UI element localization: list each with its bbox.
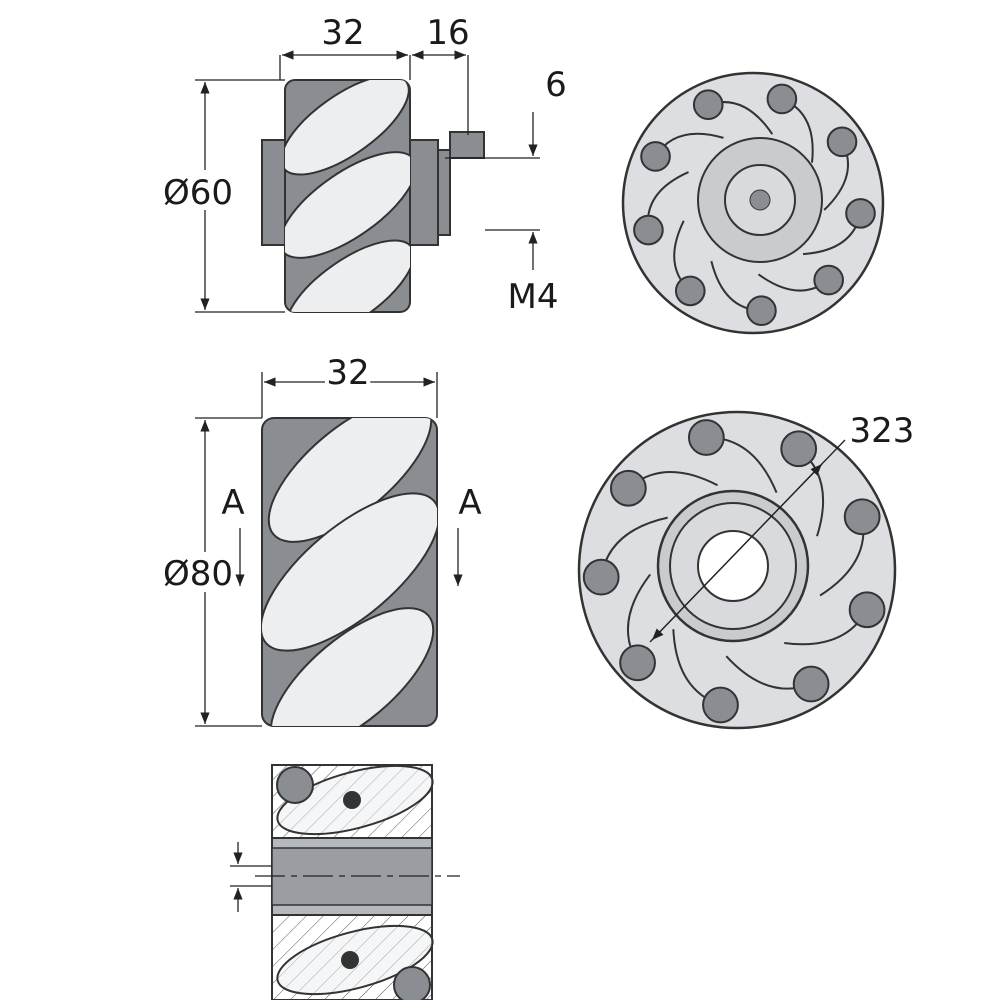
roller-axle-mount: [845, 198, 876, 229]
large-wheel-side-view: 32 Ø80 A A: [155, 349, 482, 727]
roller-axle-mount: [848, 591, 886, 629]
roller-axle-mount: [826, 126, 858, 158]
thread-label: M4: [508, 277, 559, 317]
face-dimension-label: 323: [850, 411, 915, 451]
roller-axle-mount: [582, 558, 620, 596]
roller-axle-mount: [792, 665, 830, 703]
roller-axle-mount: [813, 264, 844, 296]
roller-axle-mount: [674, 275, 706, 307]
section-mark-right: A: [458, 483, 481, 523]
large-wheel-face-view: [577, 410, 897, 730]
thread-offset-label: 6: [545, 65, 567, 105]
small-width-label: 32: [321, 13, 364, 53]
small-diameter-label: Ø60: [163, 173, 233, 213]
roller-axle-mount: [619, 644, 656, 682]
roller-axle-mount: [633, 214, 664, 246]
roller-axle-mount: [687, 419, 725, 456]
section-view: [230, 764, 460, 1000]
small-wheel-face-view: [621, 71, 885, 335]
small-wheel-side-view: 32 16 Ø60 6 M4: [160, 13, 567, 317]
roller-axle-mount: [766, 83, 798, 115]
section-mark-left: A: [221, 483, 244, 523]
roller-axle-mount: [702, 686, 739, 724]
roller-axle-mount: [692, 89, 724, 121]
roller-axle-mount: [843, 498, 881, 536]
hub-length-label: 16: [426, 13, 469, 53]
roller-axle-mount: [780, 430, 818, 468]
large-width-label: 32: [326, 353, 369, 393]
roller-axle-mount: [640, 141, 671, 172]
roller-axle-mount: [609, 469, 647, 507]
roller-axle-mount: [746, 295, 777, 326]
large-diameter-label: Ø80: [163, 554, 233, 594]
